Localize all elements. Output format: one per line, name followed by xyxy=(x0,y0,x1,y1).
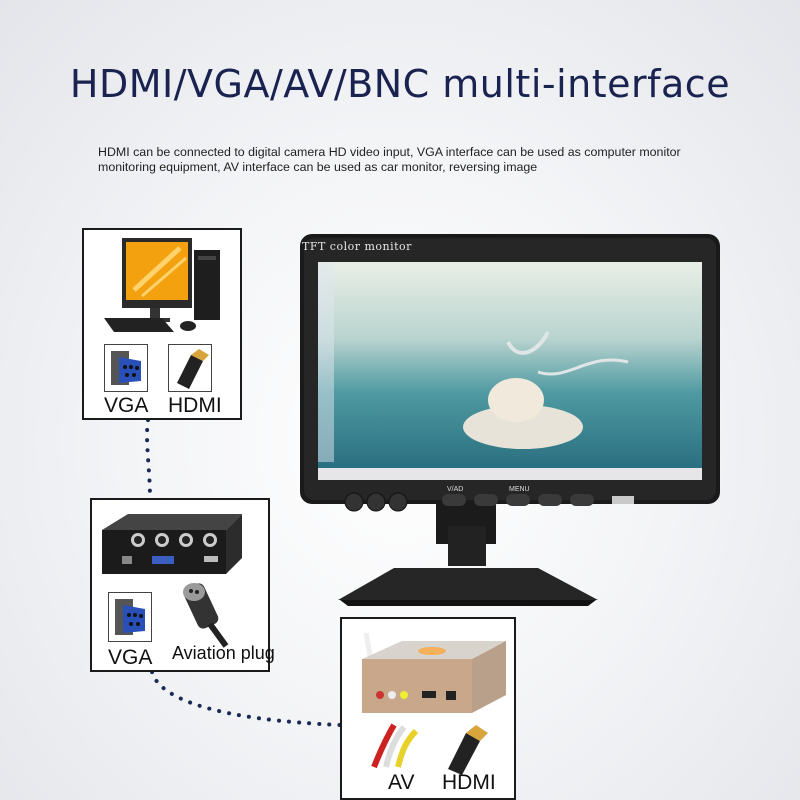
desktop-computer-icon xyxy=(104,238,220,332)
hdmi-connector-icon xyxy=(177,349,209,389)
computer-card: VGA HDMI xyxy=(82,228,242,420)
tv-box-card: AV HDMI xyxy=(340,617,516,800)
hdmi-connector-icon xyxy=(448,725,488,775)
port-label-hdmi: HDMI xyxy=(442,771,496,794)
port-label-av: AV xyxy=(388,771,415,794)
vga-connector-icon xyxy=(111,351,141,385)
vga-connector-box xyxy=(108,592,152,642)
dvr-card: VGA xyxy=(90,498,270,672)
monitor-brand-label: TFT color monitor xyxy=(302,240,412,253)
vga-connector-box xyxy=(104,344,148,392)
button-label-vad: V/AD xyxy=(447,486,464,493)
button-label-menu: MENU xyxy=(509,486,530,493)
av-cable-icon xyxy=(371,723,419,769)
port-label-vga: VGA xyxy=(108,646,153,669)
tft-monitor xyxy=(300,234,720,606)
port-label-aviation-plug: Aviation plug xyxy=(172,643,275,663)
vga-connector-icon xyxy=(115,599,145,635)
port-label-hdmi: HDMI xyxy=(168,394,222,417)
aviation-plug-icon xyxy=(183,583,229,648)
page-title: HDMI/VGA/AV/BNC multi-interface xyxy=(69,62,731,106)
port-label-vga: VGA xyxy=(104,394,149,417)
hdmi-connector-box xyxy=(168,344,212,392)
description-text: HDMI can be connected to digital camera … xyxy=(98,145,681,174)
tv-box-icon xyxy=(362,632,506,713)
dvr-device-icon xyxy=(102,514,242,574)
